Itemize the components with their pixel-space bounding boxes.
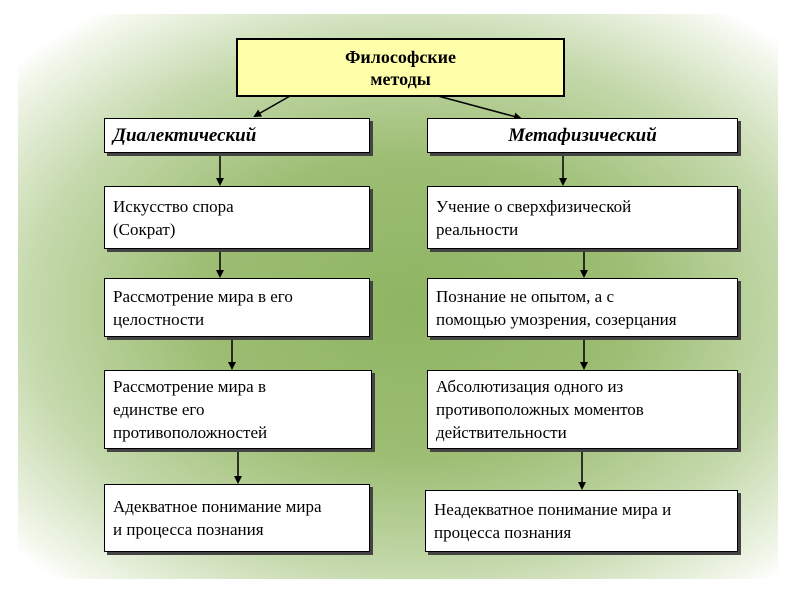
- metaphysic-item-2: Познание не опытом, а с помощью умозрени…: [427, 278, 738, 337]
- metaphysic-item-4-text: Неадекватное понимание мира и процесса п…: [434, 500, 672, 542]
- dialectic-item-2: Рассмотрение мира в его целостности: [104, 278, 370, 337]
- root-node: Философские методы: [236, 38, 565, 97]
- dialectic-header: Диалектический: [104, 118, 370, 153]
- metaphysic-header-label: Метафизический: [508, 125, 657, 146]
- metaphysic-header: Метафизический: [427, 118, 738, 153]
- dialectic-item-3-text: Рассмотрение мира в единстве его противо…: [113, 377, 268, 442]
- metaphysic-item-4: Неадекватное понимание мира и процесса п…: [425, 490, 738, 552]
- dialectic-item-2-text: Рассмотрение мира в его целостности: [113, 286, 293, 329]
- metaphysic-item-3-text: Абсолютизация одного из противоположных …: [436, 377, 644, 442]
- root-label: Философские методы: [344, 46, 457, 89]
- arrow-root-to-dialectic: [253, 95, 291, 117]
- dialectic-item-1-text: Искусство спора (Сократ): [113, 196, 234, 239]
- metaphysic-item-1-text: Учение о сверхфизической реальности: [436, 196, 632, 239]
- metaphysic-item-3: Абсолютизация одного из противоположных …: [427, 370, 738, 449]
- dialectic-item-4-text: Адекватное понимание мира и процесса поз…: [113, 497, 322, 539]
- metaphysic-item-2-text: Познание не опытом, а с помощью умозрени…: [436, 286, 677, 329]
- dialectic-item-3: Рассмотрение мира в единстве его противо…: [104, 370, 372, 449]
- dialectic-item-1: Искусство спора (Сократ): [104, 186, 370, 249]
- arrow-root-to-metaphysic: [437, 95, 522, 121]
- dialectic-item-4: Адекватное понимание мира и процесса поз…: [104, 484, 370, 552]
- metaphysic-item-1: Учение о сверхфизической реальности: [427, 186, 738, 249]
- dialectic-header-label: Диалектический: [113, 125, 257, 146]
